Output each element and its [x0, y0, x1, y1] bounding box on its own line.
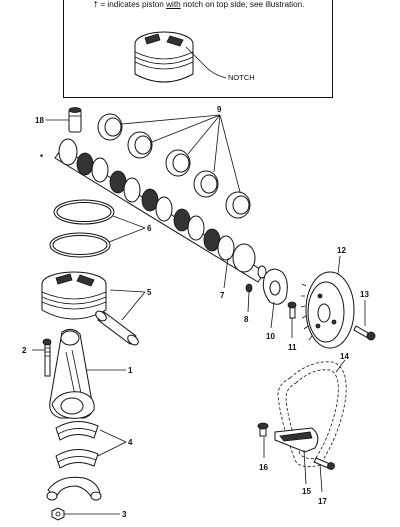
rod-nut [51, 507, 120, 521]
callout-4: 4 [128, 438, 133, 447]
callout-5: 5 [147, 288, 152, 297]
callout-1: 1 [128, 366, 133, 375]
note-box: † = indicates piston with notch on top s… [63, 0, 333, 98]
callout-13: 13 [360, 290, 369, 299]
callout-17: 17 [318, 497, 327, 506]
callout-6: 6 [147, 224, 152, 233]
camshaft-sprocket [300, 255, 355, 349]
callout-9: 9 [217, 105, 222, 114]
thrust-plate-screw [287, 301, 297, 338]
asterisk: * [40, 153, 44, 162]
rod-cap [46, 476, 102, 501]
callout-11: 11 [288, 343, 297, 352]
notch-label: NOTCH [228, 73, 255, 82]
lifter [46, 107, 82, 133]
chain-damper [274, 427, 319, 485]
damper-bolt [313, 457, 335, 493]
rod-bolt [32, 338, 52, 377]
note-text-before: † = indicates piston [93, 0, 167, 9]
sprocket-bolt [353, 300, 376, 341]
camshaft-bearings [97, 113, 251, 219]
note-text-after: notch on top side, see illustration. [180, 0, 305, 9]
note-text-underlined: with [166, 0, 181, 9]
thrust-plate [262, 268, 288, 329]
timing-chain [277, 359, 347, 468]
piston [41, 271, 107, 320]
camshaft [54, 138, 267, 283]
callout-15: 15 [302, 487, 311, 496]
callout-8: 8 [244, 315, 249, 324]
note-text: † = indicates piston with notch on top s… [64, 0, 334, 9]
callout-10: 10 [266, 332, 275, 341]
callout-7: 7 [220, 291, 225, 300]
piston-pin [95, 289, 146, 346]
callout-14: 14 [340, 352, 349, 361]
callout-12: 12 [337, 246, 346, 255]
rod-bearing-inserts [55, 421, 127, 469]
callout-2: 2 [22, 346, 27, 355]
damper-stud [257, 422, 269, 458]
callout-3: 3 [122, 510, 127, 519]
callout-18: 18 [35, 116, 44, 125]
connecting-rod [49, 328, 126, 419]
notched-piston-illustration: NOTCH [134, 31, 255, 83]
woodruff-key [245, 283, 253, 313]
piston-rings [49, 199, 146, 258]
callout-16: 16 [259, 463, 268, 472]
